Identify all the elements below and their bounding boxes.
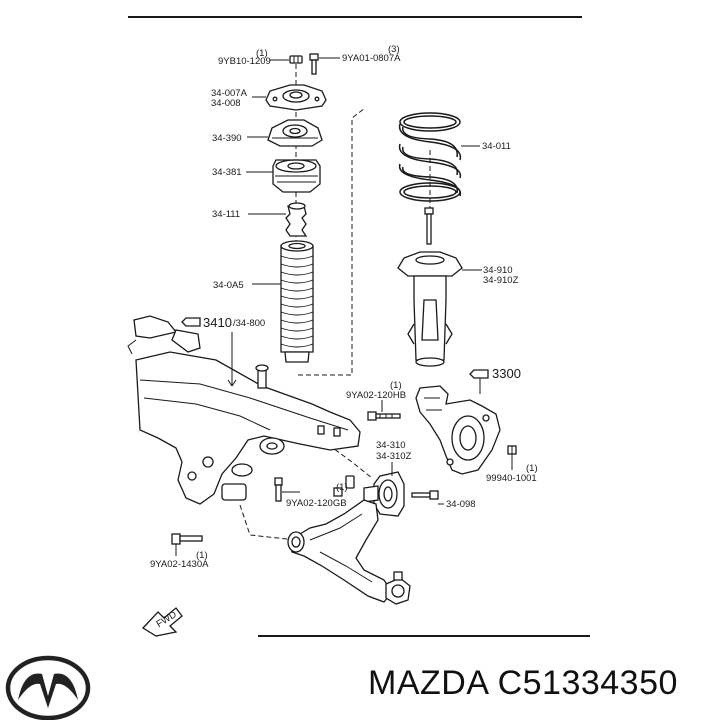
qty-120gb: (1) <box>336 482 348 493</box>
qty-9yb10: (1) <box>256 48 268 59</box>
mazda-logo-icon <box>5 655 91 721</box>
label-34-381: 34-381 <box>212 167 242 178</box>
mount-bolt <box>309 53 319 75</box>
rear-bushing <box>363 471 405 517</box>
label-9ya02-120hb: 9YA02-120HB <box>346 390 406 401</box>
qty-120hb: (1) <box>390 380 402 391</box>
label-9yb10-1209: 9YB10-1209 <box>218 56 271 67</box>
frame-bolt <box>274 477 283 502</box>
bolt-arm-dash <box>239 504 297 541</box>
arm-bolt <box>171 533 203 545</box>
coil-spring <box>398 112 462 202</box>
strut-bearing <box>272 159 321 193</box>
label-3410: 3410 <box>203 315 232 330</box>
label-34-007a: 34-007A <box>211 88 248 99</box>
brand-part-number: MAZDA C51334350 <box>368 664 678 702</box>
strut-dash-path <box>298 107 366 376</box>
bushing-bolt <box>411 490 439 500</box>
label-34-008: 34-008 <box>211 98 241 109</box>
ref-pointer-3300 <box>469 369 489 379</box>
label-34-910z: 34-910Z <box>483 275 519 286</box>
top-nut <box>289 55 303 64</box>
label-34-011: 34-011 <box>482 141 511 152</box>
label-34-910: 34-910 <box>483 265 513 276</box>
strut-mount <box>265 84 327 111</box>
steering-knuckle <box>415 385 501 475</box>
ref-pointer-3410 <box>181 317 201 327</box>
label-34-800: /34-800 <box>233 318 265 329</box>
bump-stop <box>285 202 308 237</box>
frame-nut <box>333 475 355 497</box>
label-34-0a5: 34-0A5 <box>213 280 244 291</box>
label-99940-1001: 99940-1001 <box>486 473 537 484</box>
label-34-310: 34-310 <box>376 440 406 451</box>
label-9ya02-120gb: 9YA02-120GB <box>286 498 347 509</box>
qty-1430a: (1) <box>196 550 208 561</box>
lower-control-arm <box>287 499 411 605</box>
balljoint-nut <box>507 445 517 455</box>
label-34-111: 34-111 <box>212 209 240 220</box>
dust-boot <box>280 240 314 363</box>
label-9ya01-0807a: 9YA01-0807A <box>342 53 401 64</box>
label-3300: 3300 <box>492 366 521 381</box>
label-34-390: 34-390 <box>212 133 242 144</box>
subframe <box>127 315 361 505</box>
qty-99940: (1) <box>526 463 538 474</box>
fwd-arrow: FWD <box>141 607 183 637</box>
leader-3410-arrow <box>227 379 237 387</box>
knuckle-bolt <box>367 411 401 421</box>
label-34-098: 34-098 <box>446 499 476 510</box>
label-9ya02-1430a: 9YA02-1430A <box>150 559 209 570</box>
qty-9ya01: (3) <box>388 44 400 55</box>
mount-insulator <box>267 119 323 147</box>
label-34-310z: 34-310Z <box>376 451 412 462</box>
shock-absorber <box>397 207 463 367</box>
